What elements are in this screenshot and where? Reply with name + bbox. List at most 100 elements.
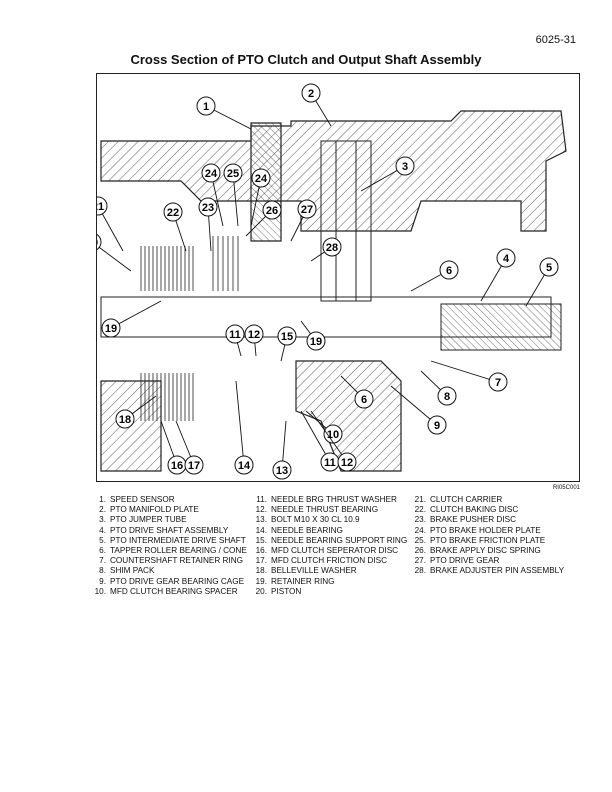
- housing: [100, 110, 567, 472]
- leader-line: [430, 360, 499, 383]
- callout-circle: [223, 163, 243, 183]
- diagram-drawing: 1232425242122232627202864519111215197869…: [82, 83, 567, 480]
- legend-item: 15.NEEDLE BEARING SUPPORT RING: [251, 536, 408, 546]
- legend-item: 26. BRAKE APPLY DISC SPRING: [410, 546, 564, 556]
- legend-number: 19.: [255, 576, 267, 586]
- legend-text: BRAKE APPLY DISC SPRING: [430, 546, 541, 556]
- callout-circle: [488, 372, 508, 392]
- legend-number: 25.: [414, 535, 426, 545]
- callout-12: 12: [244, 324, 264, 357]
- legend-item: 18.BELLEVILLE WASHER: [251, 566, 407, 576]
- legend-number: 10.: [94, 586, 106, 596]
- callout-12: 12: [310, 410, 357, 472]
- legend-number: 8.: [99, 566, 106, 576]
- legend-item: 28. BRAKE ADJUSTER PIN ASSEMBLY: [410, 566, 564, 576]
- legend-text: PTO DRIVE GEAR: [430, 556, 500, 566]
- legend-number: 1.: [99, 495, 106, 504]
- callout-number: 1: [203, 101, 209, 113]
- callout-28: 28: [310, 237, 342, 262]
- legend-text: BRAKE PUSHER DISC: [430, 515, 516, 525]
- leader-line: [235, 380, 245, 466]
- callout-5: 5: [525, 257, 559, 307]
- leader-line: [91, 241, 132, 272]
- callout-number: 22: [167, 207, 179, 219]
- callout-number: 19: [310, 336, 322, 348]
- legend-item: 3.PTO JUMPER TUBE: [90, 515, 247, 525]
- callout-circle: [337, 452, 357, 472]
- legend-item: 19.RETAINER RING: [251, 577, 407, 587]
- callout-circle: [115, 409, 135, 429]
- callout-circle: [439, 260, 459, 280]
- callout-circle: [262, 200, 282, 220]
- callout-number: 6: [446, 265, 452, 277]
- legend-item: 24.PTO BRAKE HOLDER PLATE: [410, 526, 564, 536]
- legend-text: MFD CLUTCH SEPERATOR DISC: [271, 546, 399, 556]
- callout-number: 7: [495, 377, 501, 389]
- callout-9: 9: [390, 385, 447, 435]
- legend-text: SHIM PACK: [110, 566, 155, 576]
- callout-4: 4: [480, 248, 516, 302]
- callout-19: 19: [101, 300, 162, 338]
- legend-text: NEEDLE BRG THRUST WASHER: [271, 495, 397, 504]
- callout-circle: [496, 248, 516, 268]
- callout-number: 2: [308, 88, 314, 100]
- legend-text: NEEDLE BEARING: [271, 525, 343, 535]
- legend-number: 28.: [414, 566, 426, 576]
- callout-number: 10: [327, 429, 339, 441]
- clutch-discs: [140, 236, 239, 421]
- callout-17: 17: [175, 420, 204, 475]
- legend-number: 27.: [414, 556, 426, 566]
- callout-number: 20: [97, 237, 98, 249]
- callout-3: 3: [360, 156, 415, 192]
- callout-circle: [395, 156, 415, 176]
- callout-number: 28: [326, 242, 338, 254]
- legend-number: 17.: [255, 556, 267, 566]
- callout-number: 27: [301, 204, 313, 216]
- callout-number: 16: [171, 460, 183, 472]
- legend-item: 23. BRAKE PUSHER DISC: [410, 515, 564, 525]
- legend-item: 7.COUNTERSHAFT RETAINER RING: [90, 556, 247, 566]
- callout-19: 19: [300, 320, 326, 351]
- legend-text: TAPPER ROLLER BEARING / CONE: [110, 546, 247, 556]
- callout-circle: [272, 460, 292, 480]
- callout-number: 17: [188, 460, 200, 472]
- callout-11: 11: [225, 324, 245, 357]
- callout-23: 23: [198, 197, 218, 252]
- legend-item: 1.SPEED SENSOR: [90, 495, 247, 505]
- callout-circle: [234, 455, 254, 475]
- legend-item: 11. NEEDLE BRG THRUST WASHER: [251, 495, 407, 505]
- legend-text: MFD CLUTCH BEARING SPACER: [110, 586, 238, 596]
- callout-circle: [539, 257, 559, 277]
- callout-circle: [437, 386, 457, 406]
- legend-item: 22.CLUTCH BAKING DISC: [410, 505, 564, 515]
- legend-number: 4.: [99, 525, 106, 535]
- callout-circle: [301, 83, 321, 103]
- callout-circle: [184, 455, 204, 475]
- callout-2: 2: [301, 83, 332, 127]
- legend-number: 24.: [414, 525, 426, 535]
- legend-number: 11.: [256, 495, 267, 504]
- legend-number: 20.: [255, 586, 267, 596]
- legend-item: 5.PTO INTERMEDIATE DRIVE SHAFT: [90, 536, 247, 546]
- shaft: [100, 140, 562, 351]
- legend-item: 17. MFD CLUTCH FRICTION DISC: [251, 556, 407, 566]
- legend-item: 25. PTO BRAKE FRICTION PLATE: [410, 536, 564, 546]
- legend-item: 2.PTO MANIFOLD PLATE: [90, 505, 247, 515]
- legend-text: PTO MANIFOLD PLATE: [110, 505, 199, 515]
- legend-text: PTO BRAKE FRICTION PLATE: [430, 535, 546, 545]
- legend-number: 23.: [414, 515, 426, 525]
- callout-26: 26: [245, 200, 282, 237]
- callout-number: 18: [119, 414, 131, 426]
- legend-text: MFD CLUTCH FRICTION DISC: [271, 556, 387, 566]
- callout-25: 25: [223, 163, 243, 227]
- callout-number: 24: [205, 168, 218, 180]
- legend-number: 26.: [414, 546, 426, 556]
- callout-13: 13: [272, 420, 292, 480]
- legend-text: CLUTCH CARRIER: [430, 495, 503, 504]
- callout-number: 6: [361, 394, 367, 406]
- legend-number: 14.: [255, 525, 267, 535]
- legend-text: BRAKE ADJUSTER PIN ASSEMBLY: [430, 566, 565, 576]
